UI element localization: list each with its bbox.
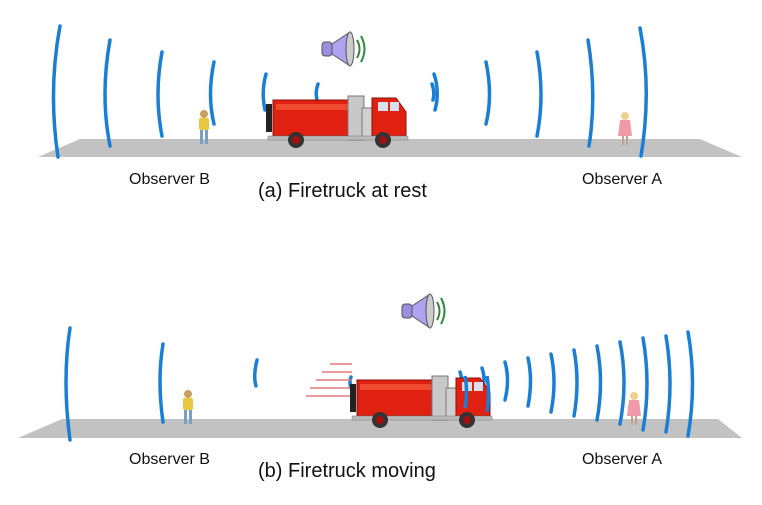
observer-woman-icon bbox=[618, 112, 632, 145]
wavefront bbox=[432, 72, 439, 112]
firetruck-icon bbox=[266, 95, 409, 148]
panel-firetruck-at-rest: Observer B (a) Firetruck at rest Observe… bbox=[0, 0, 762, 250]
wavefront bbox=[549, 352, 556, 414]
observer-b-label: Observer B bbox=[129, 171, 210, 188]
wavefronts-right bbox=[458, 330, 695, 438]
wavefront bbox=[503, 360, 510, 402]
wavefront bbox=[261, 72, 268, 112]
observer-man-icon bbox=[199, 110, 209, 144]
ground-plane bbox=[38, 139, 742, 157]
scene-b bbox=[18, 293, 742, 442]
observer-woman-icon bbox=[627, 392, 641, 425]
motion-lines bbox=[306, 363, 352, 397]
caption-a: (a) Firetruck at rest bbox=[258, 180, 427, 202]
wavefront bbox=[686, 330, 695, 438]
wavefronts-right bbox=[430, 26, 648, 158]
wavefront bbox=[64, 326, 72, 442]
wavefront bbox=[664, 334, 672, 434]
wavefront bbox=[51, 24, 62, 159]
wavefront bbox=[156, 50, 164, 138]
wavefront bbox=[103, 38, 112, 148]
observer-b-label: Observer B bbox=[129, 451, 210, 468]
speaker-icon bbox=[321, 31, 366, 67]
wavefront bbox=[595, 344, 603, 422]
speaker-icon bbox=[401, 293, 446, 329]
wavefront bbox=[638, 26, 648, 158]
wavefront bbox=[586, 38, 595, 148]
wavefront bbox=[641, 336, 649, 432]
scene-a bbox=[38, 24, 742, 159]
wavefront bbox=[526, 356, 533, 408]
ground-plane bbox=[18, 419, 742, 438]
wavefront bbox=[158, 342, 165, 424]
wavefront bbox=[484, 60, 492, 126]
wavefront bbox=[618, 340, 626, 426]
observer-man-icon bbox=[183, 390, 193, 424]
panel-firetruck-moving: Observer B (b) Firetruck moving Observer… bbox=[0, 280, 762, 505]
observer-a-label: Observer A bbox=[582, 171, 663, 188]
wavefronts-left bbox=[51, 24, 320, 159]
wavefront bbox=[572, 348, 579, 418]
wavefront bbox=[535, 50, 543, 138]
wavefront bbox=[314, 82, 320, 102]
caption-b: (b) Firetruck moving bbox=[258, 460, 436, 482]
firetruck-icon bbox=[350, 375, 493, 428]
wavefront bbox=[208, 60, 216, 126]
observer-a-label: Observer A bbox=[582, 451, 663, 468]
wavefront bbox=[430, 82, 436, 102]
wavefront bbox=[252, 358, 259, 388]
